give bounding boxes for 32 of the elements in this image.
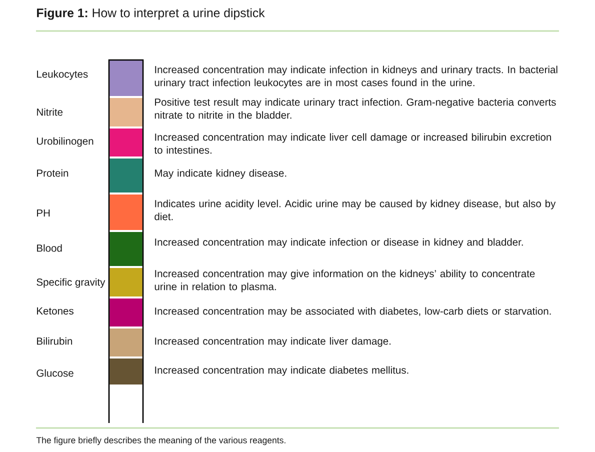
figure-caption: The figure briefly describes the meaning of the various reagents.: [36, 436, 286, 446]
reagent-name: PH: [37, 209, 50, 217]
reagent-pad: [110, 232, 142, 266]
reagent-name: Urobilinogen: [37, 137, 94, 147]
reagent-name: Leukocytes: [37, 70, 88, 80]
description-text: Increased concentration may indicate diabetes mellitus.: [155, 366, 408, 376]
reagent-name: Bilirubin: [37, 337, 72, 345]
reagent-pad: [110, 128, 142, 156]
description-text: Indicates urine acidity level. Acidic urine may be caused by kidney disease, but also by diet.: [154, 200, 556, 220]
description-text: Increased concentration may indicate infection in kidneys and urinary tracts. In bacterial urinary tract infection leukocytes are in most cases found in the urine.: [154, 66, 558, 88]
reagent-pad: [110, 98, 142, 126]
description-text: Increased concentration may be associated with diabetes, low-carb diets or starvation.: [155, 307, 551, 317]
reagent-pad: [110, 358, 142, 384]
reagent-name: Specific gravity: [36, 278, 106, 288]
description-text: Increased concentration may indicate infection or disease in kidney and bladder.: [155, 238, 523, 248]
reagent-pad: [110, 298, 142, 326]
reagent-name: Blood: [37, 244, 62, 252]
description-text: Increased concentration may indicate liver cell damage or increased bilirubin excretion to intestines.: [154, 133, 551, 154]
reagent-pad: [110, 268, 142, 296]
description-text: Increased concentration may give information on the kidneys’ ability to concentrate urine in relation to plasma.: [154, 270, 535, 292]
description-text: May indicate kidney disease.: [155, 169, 286, 179]
description-text: Increased concentration may indicate liver damage.: [155, 337, 390, 347]
reagent-pad: [110, 328, 142, 356]
figure-title: Figure 1: How to interpret a urine dipstick: [37, 8, 265, 20]
reagent-pad: [110, 194, 142, 230]
reagent-pad: [110, 158, 142, 192]
reagent-pad: [110, 60, 142, 96]
reagent-name: Ketones: [37, 307, 74, 315]
reagent-name: Nitrite: [37, 108, 63, 116]
reagent-name: Protein: [37, 169, 68, 177]
description-text: Positive test result may indicate urinary tract infection. Gram-negative bacteria converts nitrate to nitrite in the bladder.: [154, 98, 556, 119]
reagent-name: Glucose: [36, 369, 74, 377]
